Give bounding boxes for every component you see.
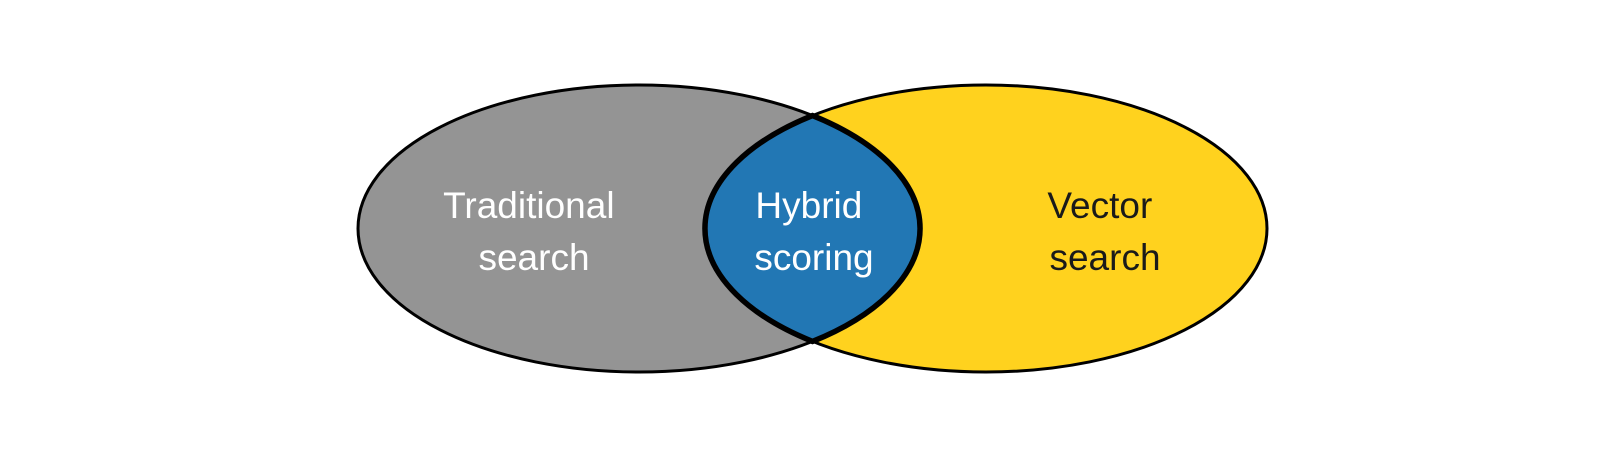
hybrid-scoring-intersection xyxy=(702,112,923,345)
vector-search-label-line2: search xyxy=(1049,237,1160,278)
hybrid-scoring-label-line1: Hybrid xyxy=(755,185,862,226)
vector-search-label-line1: Vector xyxy=(1047,185,1152,226)
vector-search-label: Vector search xyxy=(1047,185,1162,278)
traditional-search-label-line2: search xyxy=(478,237,589,278)
traditional-search-label: Traditional search xyxy=(443,185,625,278)
hybrid-scoring-label: Hybrid scoring xyxy=(754,185,873,278)
hybrid-scoring-label-line2: scoring xyxy=(754,237,873,278)
traditional-search-label-line1: Traditional xyxy=(443,185,614,226)
